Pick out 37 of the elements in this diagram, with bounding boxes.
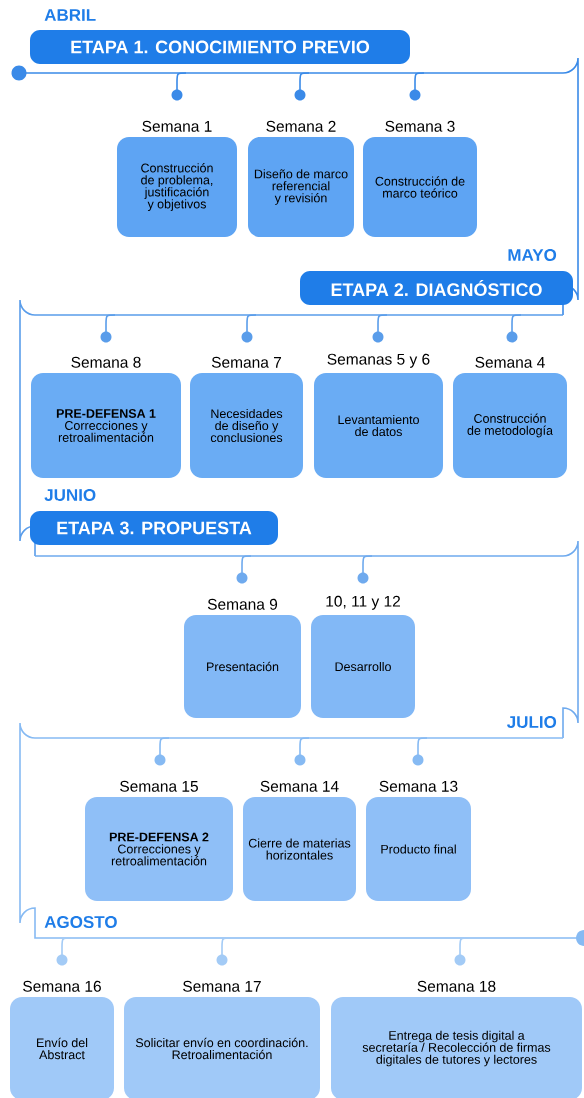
week-heading: Semanas 5 y 6 [327,353,430,368]
week-heading: Semana 17 [183,980,261,992]
month-label: JULIO [507,716,557,729]
week-box: Construcción de problema, justificación y objetivos [117,137,237,237]
week-box: Solicitar envío en coordinación. Retroalimentación [124,997,320,1098]
week-heading: Semana 2 [266,120,336,132]
week-heading: Semana 1 [142,120,212,132]
stage-banner: ETAPA 1. CONOCIMIENTO PREVIO [30,30,410,64]
week-box: PRE-DEFENSA 1 Correcciones y retroalimentación [31,373,181,478]
stage-banner: ETAPA 3. PROPUESTA [30,511,278,545]
week-heading: Semana 18 [417,980,496,992]
week-heading: Semana 13 [379,780,458,792]
week-box: Desarrollo [311,615,415,718]
week-heading: 10, 11 y 12 [326,595,400,610]
month-label: JUNIO [44,489,96,502]
week-box: Producto final [366,797,471,901]
week-heading: Semana 7 [211,356,282,368]
week-box: Presentación [184,615,301,718]
week-box: Envío del Abstract [10,997,114,1098]
week-heading: Semana 4 [475,356,545,368]
week-heading: Semana 9 [207,598,278,610]
week-heading: Semana 15 [120,780,198,792]
week-heading: Semana 8 [71,356,141,368]
week-box: Entrega de tesis digital a secretaría / Recolección de firmas digitales de tutores y lectores [331,997,582,1098]
week-box: PRE-DEFENSA 2 Correcciones y retroalimentación [85,797,233,901]
week-box: Necesidades de diseño y conclusiones [190,373,303,478]
week-box: Construcción de marco teórico [363,137,477,237]
week-heading: Semana 16 [23,980,101,992]
week-box: Construcción de metodología [453,373,567,478]
month-label: AGOSTO [44,916,117,929]
week-box: Cierre de materias horizontales [243,797,356,901]
week-box: Levantamiento de datos [314,373,443,478]
stage-banner: ETAPA 2. DIAGNÓSTICO [300,271,573,305]
week-heading: Semana 3 [385,120,455,132]
week-box: Diseño de marco referencial y revisión [248,137,354,237]
week-heading: Semana 14 [260,780,339,792]
month-label: MAYO [508,249,557,262]
